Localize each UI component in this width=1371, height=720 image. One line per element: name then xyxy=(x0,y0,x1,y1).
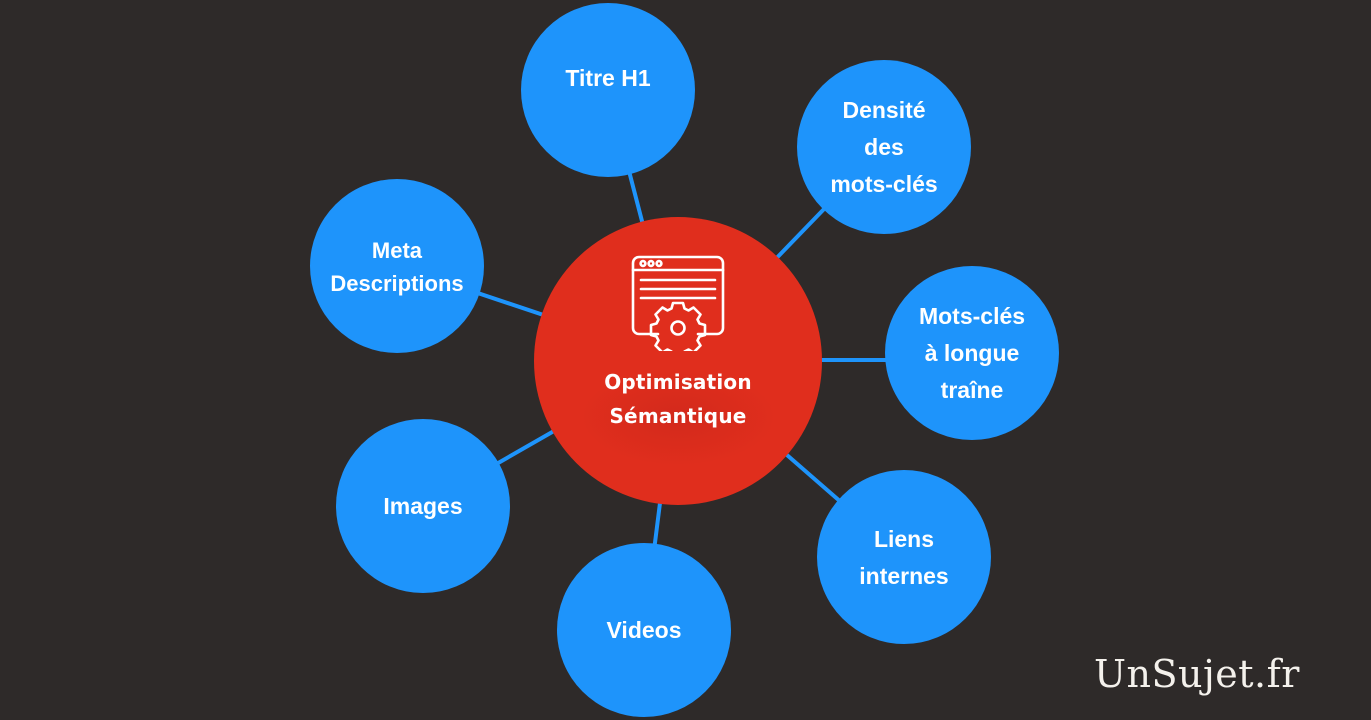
node-meta-descriptions[interactable]: Meta Descriptions xyxy=(310,179,484,353)
node-label: Videos xyxy=(606,616,682,643)
node-label: Mots-clés à longue traîne xyxy=(918,302,1026,403)
node-densite-mots-cles[interactable]: Densité des mots-clés xyxy=(797,60,971,234)
browser-settings-icon xyxy=(631,255,725,351)
node-videos[interactable]: Videos xyxy=(557,543,731,717)
central-node-optimisation-semantique[interactable]: Optimisation Sémantique xyxy=(534,217,822,505)
site-watermark: UnSujet.fr xyxy=(1094,652,1300,696)
node-label: Meta Descriptions xyxy=(330,238,464,296)
center-glow xyxy=(578,367,778,467)
node-titre-h1[interactable]: Titre H1 xyxy=(521,3,695,177)
node-label: Titre H1 xyxy=(565,64,651,91)
node-liens-internes[interactable]: Liens internes xyxy=(817,470,991,644)
node-label: Images xyxy=(383,492,463,519)
node-images[interactable]: Images xyxy=(336,419,510,593)
central-node-label: Optimisation Sémantique xyxy=(604,370,752,428)
node-label: Liens internes xyxy=(859,526,949,589)
node-mots-cles-longue-traine[interactable]: Mots-clés à longue traîne xyxy=(885,266,1059,440)
node-label: Densité des mots-clés xyxy=(830,96,938,197)
